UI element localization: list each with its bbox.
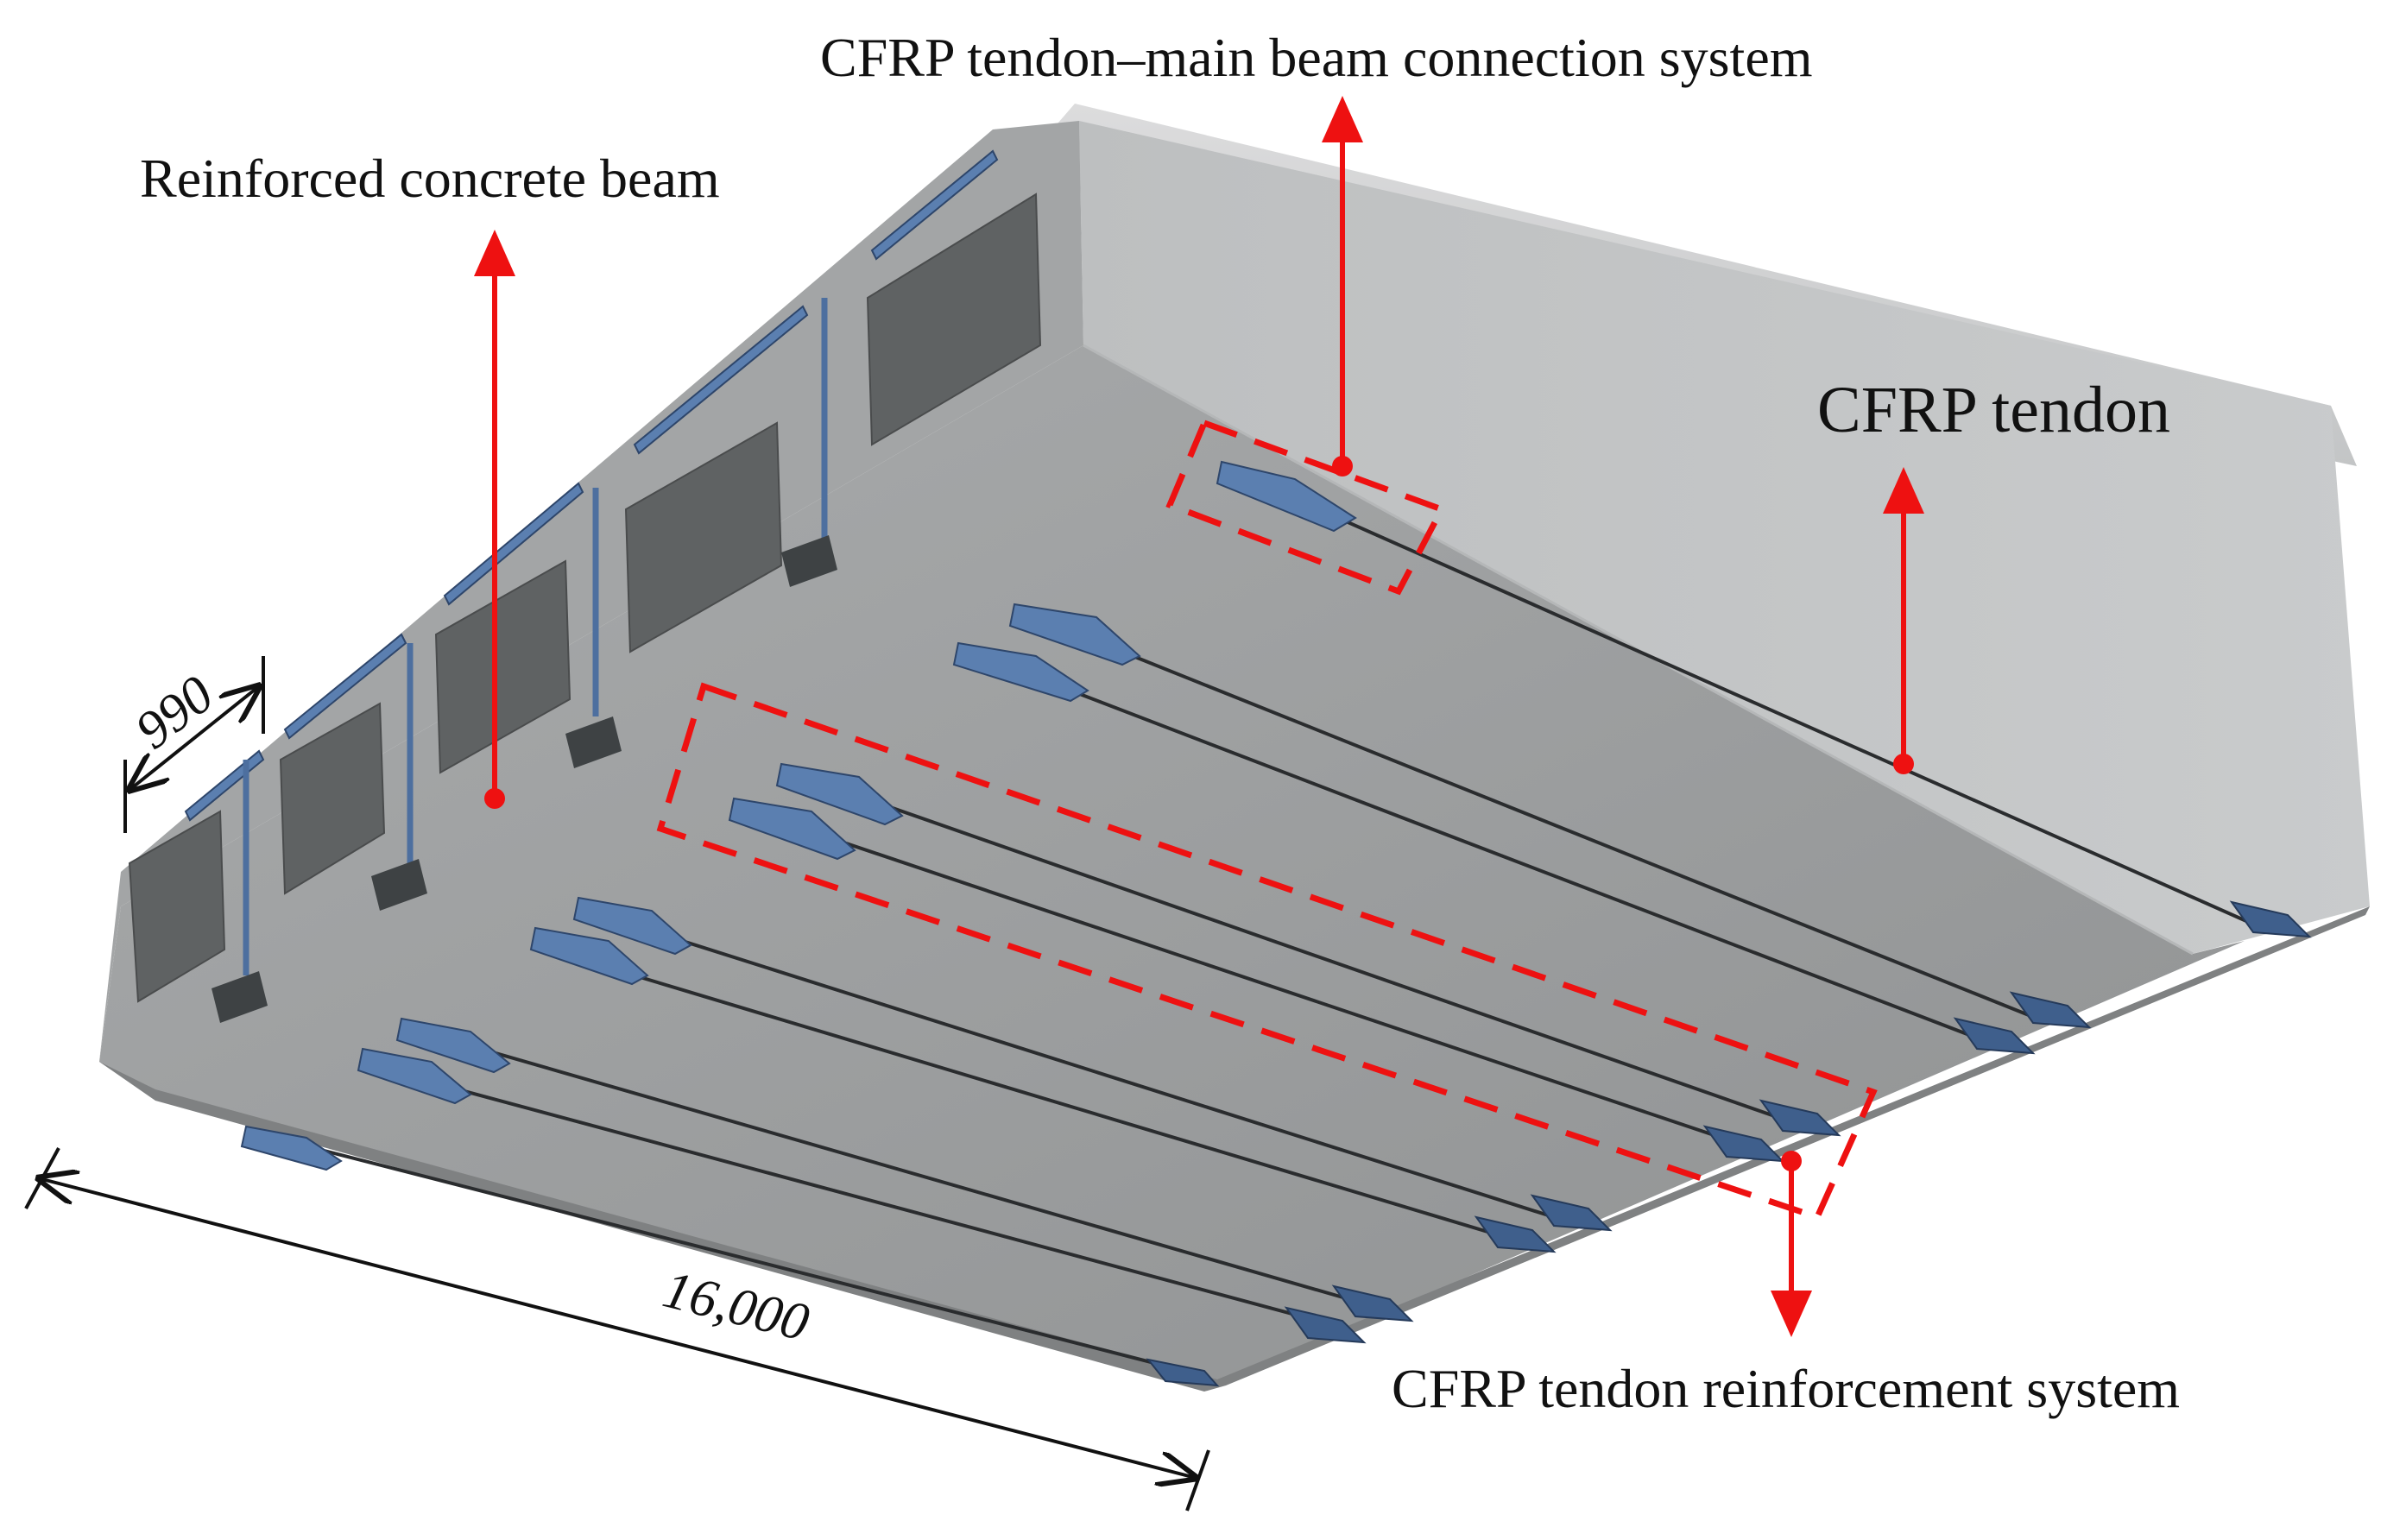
deck-end-face: [99, 121, 1083, 1062]
flange-strip-2: [283, 633, 407, 740]
box-cell-5: [866, 192, 1042, 446]
anchor-block-icon: [1953, 1017, 2036, 1055]
anchor-block-icon: [1008, 603, 1141, 666]
tendon-1: [1260, 482, 2263, 930]
dimension-line-span: [39, 1178, 1196, 1478]
anchors-far: [1146, 900, 2312, 1387]
anchor-block-icon: [357, 1047, 472, 1105]
anchor-block-icon: [395, 1017, 511, 1074]
flange-strip-3: [443, 482, 584, 606]
anchor-block-icon: [2009, 991, 2092, 1029]
box-cell-3: [434, 559, 572, 774]
box-cell-4: [624, 421, 783, 653]
box-cell-1: [128, 810, 226, 1003]
tendon-5: [776, 818, 1766, 1154]
tendon-2: [1057, 624, 2038, 1020]
hanger-plate-4: [781, 535, 837, 587]
hanger-plate-1: [212, 971, 268, 1023]
label-cfrp-tendon: CFRP tendon: [1817, 374, 2170, 446]
callout-dot: [1332, 456, 1353, 477]
anchor-block-icon: [952, 641, 1089, 703]
callout-dot: [1781, 1151, 1802, 1171]
anchor-block-icon: [1216, 460, 1357, 533]
reinforcement-system-box: [656, 682, 1878, 1221]
callout-arrows: [474, 96, 1924, 1337]
dimension-label-width: 990: [125, 665, 224, 761]
anchor-block-icon: [1759, 1099, 1841, 1137]
anchor-block-icon: [728, 797, 856, 861]
anchor-block-icon: [529, 926, 649, 986]
label-rc-beam: Reinforced concrete beam: [140, 148, 720, 209]
connection-system-box: [1165, 419, 1446, 596]
callout-boxes: [656, 419, 1878, 1221]
anchor-block-icon: [1474, 1215, 1557, 1253]
anchors-near: [240, 460, 1357, 1171]
anchor-block-icon: [2229, 900, 2312, 938]
dimension-tick: [1185, 1449, 1210, 1512]
deck-right-face: [1079, 121, 2370, 954]
dimension-width: [125, 656, 263, 833]
dimension-line-width: [129, 686, 259, 790]
anchor-block-icon: [240, 1125, 343, 1171]
callout-dot: [1893, 754, 1914, 774]
hanger-plate-2: [371, 859, 427, 911]
tendon-4: [815, 779, 1805, 1128]
tendon-7: [547, 948, 1512, 1240]
hanger-plate-3: [565, 716, 622, 768]
tendon-6: [586, 909, 1555, 1219]
callout-dot: [484, 788, 505, 809]
box-cell-2: [279, 702, 386, 895]
tendon-3: [1014, 667, 1995, 1046]
flange-strip-5: [870, 149, 999, 261]
flange-strip-4: [633, 305, 809, 455]
hanger-plates: [212, 535, 837, 1023]
label-reinforcement-system: CFRP tendon reinforcement system: [1392, 1358, 2180, 1419]
callout-dots: [484, 456, 1914, 1171]
anchor-block-icon: [775, 762, 904, 826]
box-cells: [128, 192, 1042, 1003]
anchor-block-icon: [572, 896, 692, 956]
dimension-span: [24, 1147, 1210, 1512]
anchor-block-icon: [1530, 1194, 1613, 1232]
anchor-block-icon: [1331, 1284, 1414, 1322]
tendon-8: [405, 1026, 1365, 1305]
anchor-block-icon: [1284, 1306, 1367, 1344]
label-connection-system: CFRP tendon–main beam connection system: [820, 27, 1813, 88]
